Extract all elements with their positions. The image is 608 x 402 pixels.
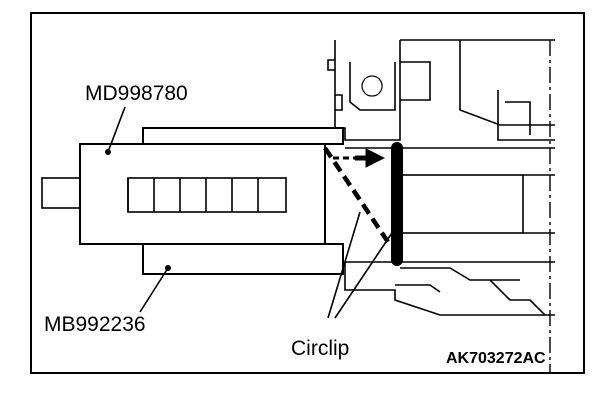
label-circlip: Circlip [291,337,349,360]
movement-arrow [355,148,386,168]
label-md998780: MD998780 [85,82,188,105]
transmission-housing [327,39,555,372]
tool-md998780 [41,143,326,245]
leader-lines [105,106,399,319]
figure-code: AK703272AC [446,350,546,367]
label-mb992236: MB992236 [44,313,146,336]
